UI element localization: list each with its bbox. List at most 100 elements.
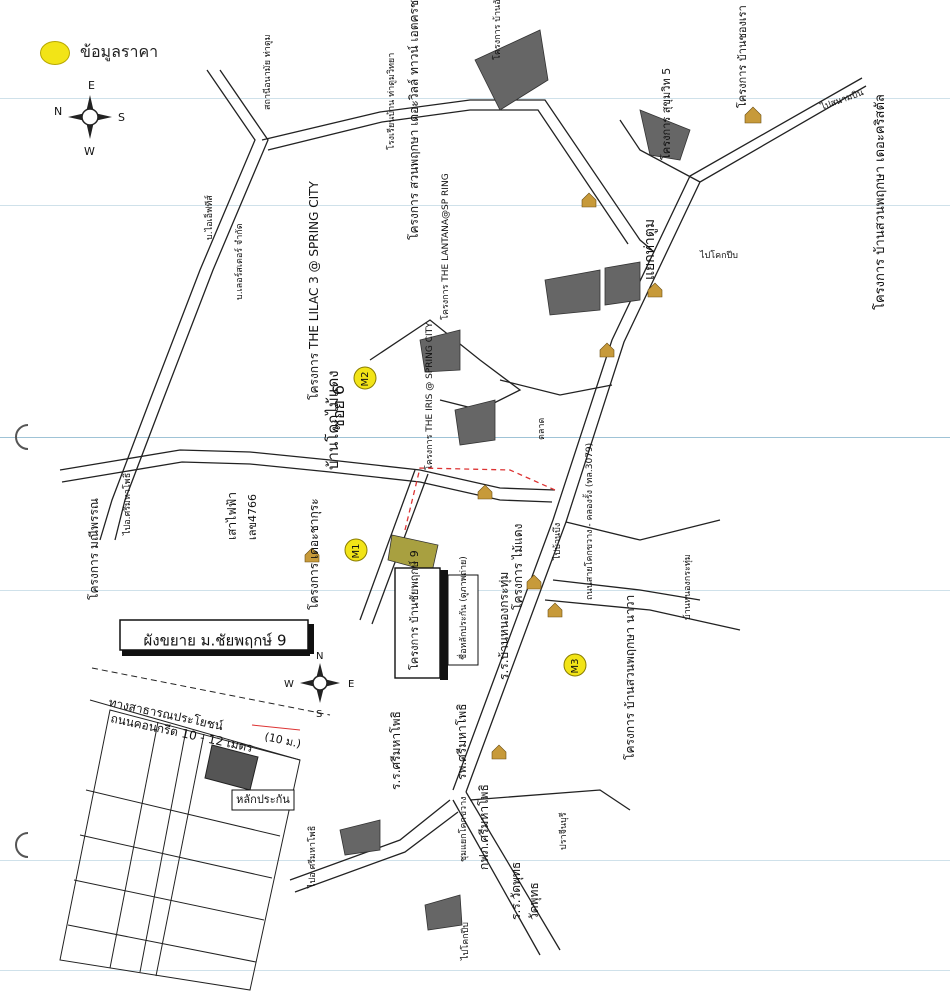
housing-block <box>424 894 463 931</box>
label-sao-num: เลข4766 <box>246 494 259 540</box>
legend-label: ข้อมูลราคา <box>80 42 159 61</box>
right-road-edge <box>619 119 701 183</box>
building-blocks <box>339 29 691 931</box>
house-icon <box>304 547 320 563</box>
road-network <box>59 69 867 956</box>
lot-divider <box>85 789 281 837</box>
label-nong-krathum: ร.ร.บ้านหนองกระทุ่ม <box>497 572 512 680</box>
label-school-sri: ร.ร.ศรีมหาโพธิ <box>389 711 403 790</box>
housing-block <box>544 269 601 316</box>
compass-small-e: E <box>348 679 354 690</box>
compass-s: S <box>118 111 125 124</box>
label-crystal: โครงการ บ้านสวนพฤกษา เดอะคริสตัล <box>872 94 888 310</box>
label-office2: บ.เลอร์สเตอร์ จำกัด <box>233 223 245 300</box>
lot-divider <box>109 721 159 969</box>
label-lantana: โครงการ THE LANTANA@SP RING <box>440 173 451 320</box>
compass-center-icon <box>312 675 328 691</box>
lower-road-edge <box>469 789 631 811</box>
guide-line <box>0 860 950 861</box>
collateral-tag-text: หลักประกัน <box>236 793 290 806</box>
dimension-arrow <box>251 724 301 731</box>
road-edge <box>89 699 301 761</box>
compass-e: E <box>88 79 95 92</box>
label-sao-fai: เสาไฟฟ้า <box>225 492 239 540</box>
house-icon <box>547 602 563 618</box>
lot-divider <box>79 834 273 879</box>
label-the-iris: โครงการ THE IRIS @ SPRING CITY <box>424 322 435 470</box>
label-market: ตลาด <box>537 418 547 440</box>
label-to-kokpip-2: ไปโคกปีบ <box>460 922 471 961</box>
label-to-sri: ไปอ.ศรีมหาโพธิ <box>122 473 133 536</box>
compass-top: N E S W <box>54 79 125 158</box>
label-bannakhon: บ้านโคกไม้แดง <box>324 370 342 470</box>
compass-small: N E S W <box>284 651 354 720</box>
label-kok-kwang: ชุมแยกโคกขวาง <box>458 796 469 862</box>
label-chai-phruek-9: โครงการ บ้านชัยพฤกษ์ 9 <box>407 550 421 670</box>
label-office: บ.ไอเอ็ฟทีส์ <box>202 195 215 240</box>
punch-mark-icon <box>15 424 29 450</box>
compass-w: W <box>84 145 95 158</box>
lower-road-edge <box>294 811 459 893</box>
compass-center-icon <box>81 108 99 126</box>
label-airport: ไปสนามบิน <box>818 87 865 113</box>
housing-block <box>639 109 691 161</box>
house-icon <box>599 342 615 358</box>
guide-line <box>0 970 950 971</box>
label-kaekhon: แยกท่าตูม <box>642 219 658 280</box>
compass-small-s: S <box>316 709 322 720</box>
label-roi-6: ซอย 6 <box>329 385 348 430</box>
price-marker-m2 <box>353 366 377 390</box>
label-the-coast: โครงการ เดอะชากุระ <box>307 498 322 610</box>
compass-n: N <box>54 105 62 118</box>
mid-road-edge <box>59 449 556 491</box>
label-prachin: ปราจีนบุรี <box>558 812 569 850</box>
marker-label-m2: M2 <box>360 372 371 387</box>
collateral-label-box <box>447 574 479 666</box>
house-icon <box>491 744 507 760</box>
left-road-edge <box>99 69 256 541</box>
guide-line <box>0 205 950 206</box>
label-mai-daeng: โครงการ ไม้แดง <box>511 524 525 610</box>
housing-block <box>454 399 496 446</box>
title-box-text: ผังขยาย ม.ชัยพฤกษ์ 9 <box>143 632 286 650</box>
house-icon <box>581 192 597 208</box>
loop-road-edge <box>499 379 613 396</box>
lot-divider <box>155 733 205 977</box>
housing-block <box>474 29 549 111</box>
top-road-edge <box>267 109 629 245</box>
label-the-ville: โครงการ สวนพฤกษา เดอะวิลล์ ทาวน์ เอตครช <box>407 0 421 240</box>
house-icon <box>526 574 542 590</box>
label-main-road: ถนนสายโคกขวาง - คลองรั้ง (ทล.3079) <box>582 443 595 600</box>
price-markers <box>344 366 587 677</box>
legend: ข้อมูลราคา <box>40 40 158 65</box>
title-box-shadow <box>122 650 310 656</box>
compass-small-w: W <box>284 679 294 690</box>
price-marker-icon <box>40 40 70 65</box>
housing-block <box>419 329 461 373</box>
public-way-line <box>91 667 331 716</box>
label-ying-chao: โครงการ บ้านชองเรา <box>735 5 749 108</box>
subject-label-box <box>394 567 441 679</box>
price-marker-m1 <box>344 538 368 562</box>
label-ban-lakai: บ้านหนองกระทุ่ม <box>682 554 693 620</box>
lower-road-edge <box>289 799 451 881</box>
map-labels: ซอย 6 บ้านโคกไม้แดง โครงการ THE LILAC 3 … <box>87 0 888 961</box>
label-collateral-small: ชื่อหลักประกัน (ดูภาพถ่าย) <box>456 556 469 660</box>
left-road-edge <box>114 69 269 541</box>
label-tambon: สถานีอนามัย ท่าตูม <box>262 34 273 110</box>
compass-small-n: N <box>316 651 323 662</box>
punch-mark-icon <box>15 832 29 858</box>
collateral-tag-box <box>231 789 295 811</box>
route-path <box>404 467 556 531</box>
marker-label-m3: M3 <box>570 659 581 674</box>
label-suan-pruksa-nava: โครงการ บ้านสวนพฤกษา นาวา <box>623 595 637 760</box>
label-school-top: โรงเรียนบ้าน ท่าตูมวิทยา <box>386 53 397 150</box>
subdivision-plan <box>59 667 331 991</box>
label-nong-khai: ไปอ.ศรีมหาโพธิ <box>307 826 318 889</box>
label-to-ban-bueng: ไปบ้านบึง <box>552 523 563 561</box>
label-san-village: โครงการ บ้านอัธยาศัย <box>492 0 503 60</box>
label-to-kokpip: ไปโคกปีบ <box>699 250 738 261</box>
main-road-edge <box>465 85 867 793</box>
